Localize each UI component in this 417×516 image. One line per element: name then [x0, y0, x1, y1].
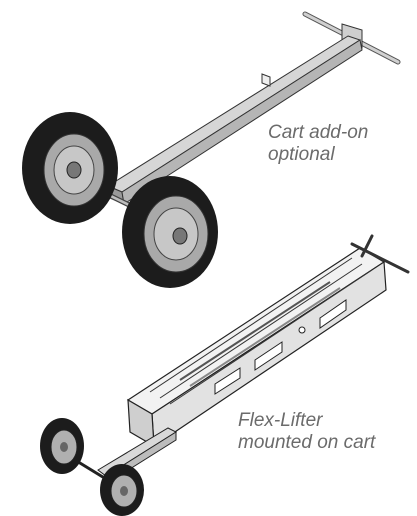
cart-addon-caption-line1: Cart add-on [268, 122, 369, 143]
flex-lifter-caption-line2: mounted on cart [238, 432, 376, 453]
cart-tongue-bar [106, 35, 363, 205]
cart-wheel-left [22, 112, 118, 224]
flex-lifter-illustration [40, 234, 410, 516]
cart-addon-caption-line2: optional [268, 144, 335, 165]
flex-lifter-caption: Flex-Lifter mounted on cart [238, 410, 375, 454]
cart-addon-caption: Cart add-on optional [268, 122, 368, 166]
cart-wheel-right [122, 176, 218, 288]
flex-lifter-caption-line1: Flex-Lifter [238, 410, 323, 431]
